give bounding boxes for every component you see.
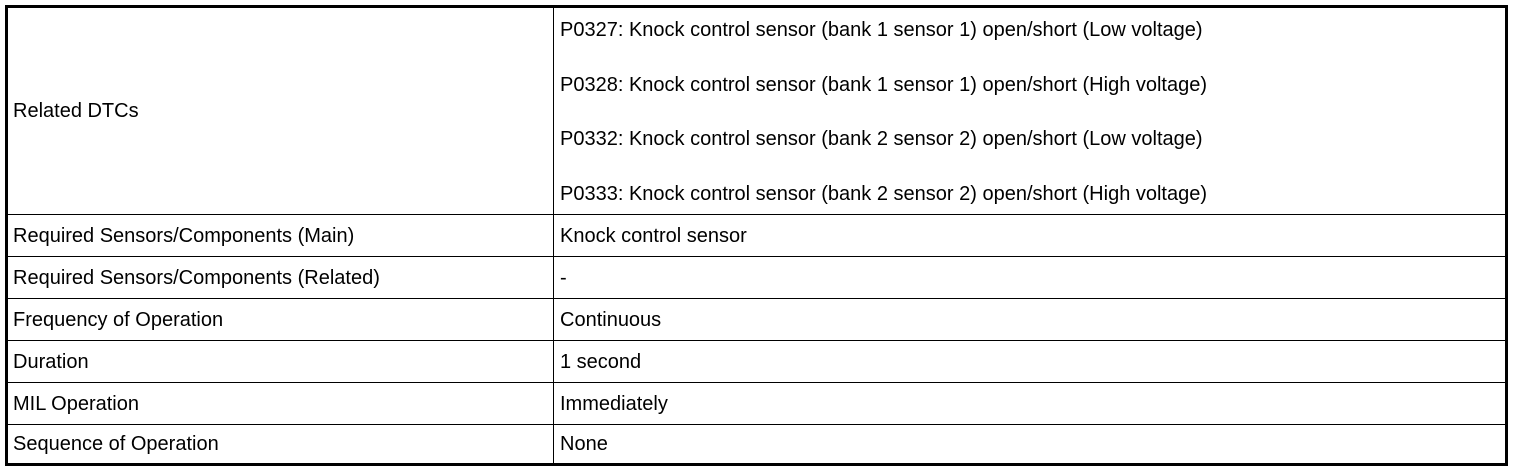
- table-row-mil-operation: MIL Operation Immediately: [8, 383, 1505, 425]
- dtc-item: P0327: Knock control sensor (bank 1 sens…: [560, 19, 1203, 41]
- dtc-item: P0333: Knock control sensor (bank 2 sens…: [560, 183, 1208, 205]
- row-label: Sequence of Operation: [8, 425, 554, 463]
- row-value: Immediately: [560, 392, 668, 415]
- dtc-item: P0332: Knock control sensor (bank 2 sens…: [560, 128, 1203, 150]
- dtc-item: P0328: Knock control sensor (bank 1 sens…: [560, 74, 1208, 96]
- row-value: -: [560, 266, 567, 289]
- table-row-sequence: Sequence of Operation None: [8, 425, 1505, 463]
- row-label: Related DTCs: [8, 8, 554, 214]
- table-row-frequency: Frequency of Operation Continuous: [8, 299, 1505, 341]
- row-label: MIL Operation: [8, 383, 554, 424]
- table-row-duration: Duration 1 second: [8, 341, 1505, 383]
- specification-table: Related DTCs P0327: Knock control sensor…: [5, 5, 1508, 466]
- row-label: Frequency of Operation: [8, 299, 554, 340]
- table-row-related-dtcs: Related DTCs P0327: Knock control sensor…: [8, 8, 1505, 215]
- table-row-required-related: Required Sensors/Components (Related) -: [8, 257, 1505, 299]
- row-label: Required Sensors/Components (Main): [8, 215, 554, 256]
- row-value: Continuous: [560, 308, 662, 331]
- table-row-required-main: Required Sensors/Components (Main) Knock…: [8, 215, 1505, 257]
- dtc-list: P0327: Knock control sensor (bank 1 sens…: [554, 8, 1505, 214]
- row-label: Required Sensors/Components (Related): [8, 257, 554, 298]
- row-value: None: [560, 433, 608, 455]
- row-label: Duration: [8, 341, 554, 382]
- row-value: Knock control sensor: [560, 224, 747, 247]
- row-value: 1 second: [560, 350, 642, 373]
